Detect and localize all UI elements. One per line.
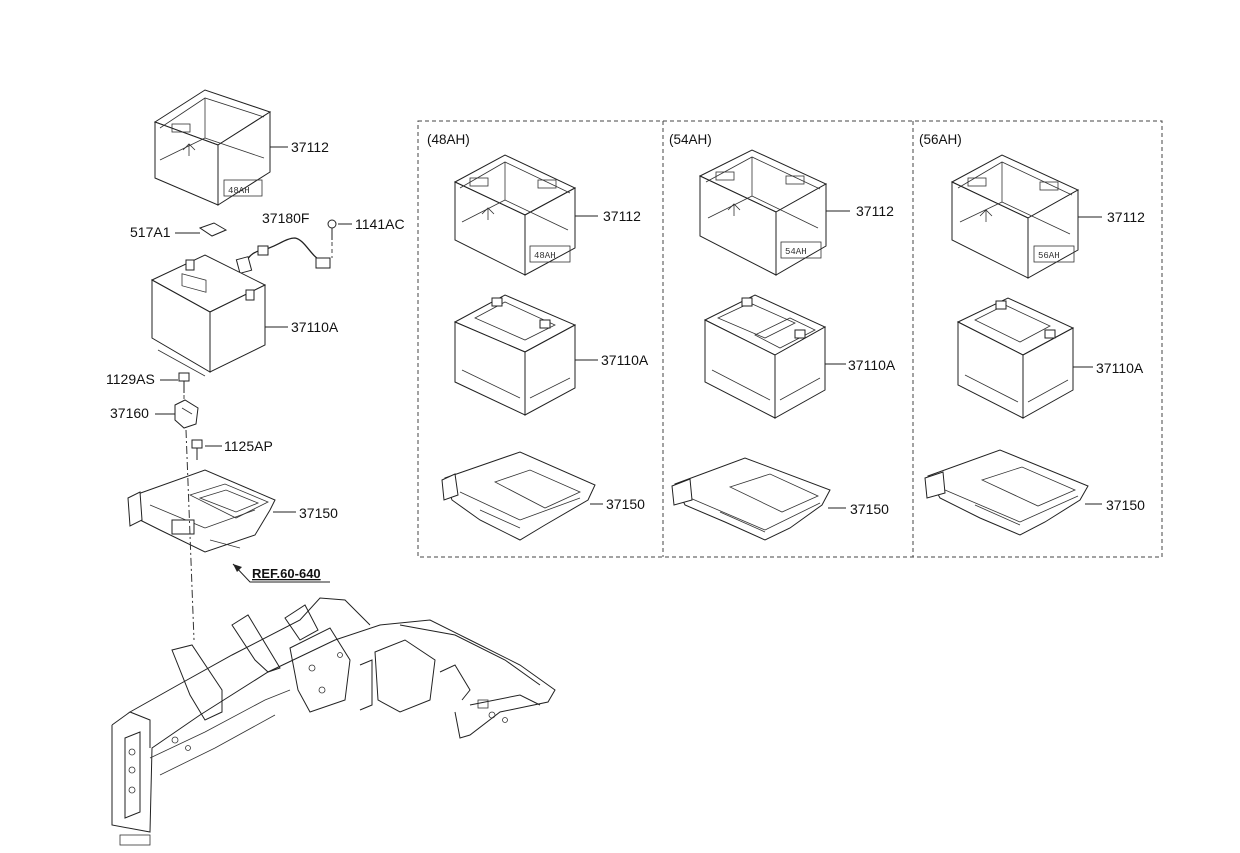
label-37110a-left: 37110A [291,319,339,335]
label-1129as: 1129AS [106,371,155,387]
left-battery-tray[interactable] [127,469,276,553]
label-1125ap: 1125AP [224,438,273,454]
variant-battery[interactable] [956,297,1075,419]
hold-down-bracket[interactable] [174,399,199,429]
bolt-1125ap-icon [191,439,203,460]
label-37112-left: 37112 [291,139,329,155]
variant-battery-label: 37110A [848,357,896,373]
battery-cable[interactable] [235,237,331,274]
svg-text:56AH: 56AH [1038,251,1060,261]
variant-capacity-label: (54AH) [669,132,712,147]
variant-tray-label: 37150 [1106,497,1145,513]
variant-battery-label: 37110A [601,352,649,368]
label-37180f: 37180F [262,210,309,226]
variant-capacity-label: (56AH) [919,132,962,147]
bolt-1129as-icon [178,372,190,402]
ref-arrow-icon [233,564,242,572]
svg-text:48AH: 48AH [534,251,556,261]
variant-48ah: (48AH) 48AH 37112 371 [427,132,649,541]
svg-text:48AH: 48AH [228,186,250,196]
label-37150-left: 37150 [299,505,338,521]
label-517a1: 517A1 [130,224,171,240]
variant-insulation-cover[interactable]: 48AH [453,154,577,276]
bolt-1141ac-icon [327,219,337,258]
left-insulation-cover[interactable]: 48AH [153,89,272,206]
svg-text:54AH: 54AH [785,247,807,257]
variant-tray-label: 37150 [606,496,645,512]
variants-frame [417,120,1163,558]
label-sticker-icon [198,222,228,237]
variant-battery[interactable] [453,294,577,416]
variant-cover-label: 37112 [1107,209,1145,225]
variant-battery[interactable] [703,294,827,419]
variant-battery-label: 37110A [1096,360,1144,376]
label-37160: 37160 [110,405,149,421]
variant-tray-label: 37150 [850,501,889,517]
variant-56ah: (56AH) 56AH 37112 371 [919,132,1145,536]
variant-insulation-cover[interactable]: 54AH [698,149,828,276]
variant-54ah: (54AH) 54AH 37112 [669,132,896,541]
variant-cover-label: 37112 [603,208,641,224]
variant-capacity-label: (48AH) [427,132,470,147]
alignment-line [185,429,195,641]
variant-battery-tray[interactable] [671,457,831,541]
variant-cover-label: 37112 [856,203,894,219]
left-battery[interactable] [150,254,267,377]
variant-insulation-cover[interactable]: 56AH [950,154,1080,279]
label-1141ac: 1141AC [355,216,405,232]
variant-battery-tray[interactable] [924,449,1089,536]
variants-panel [417,120,1163,558]
body-frame-structure [111,597,556,846]
ref-label[interactable]: REF.60-640 [252,566,321,581]
variant-battery-tray[interactable] [441,451,596,541]
